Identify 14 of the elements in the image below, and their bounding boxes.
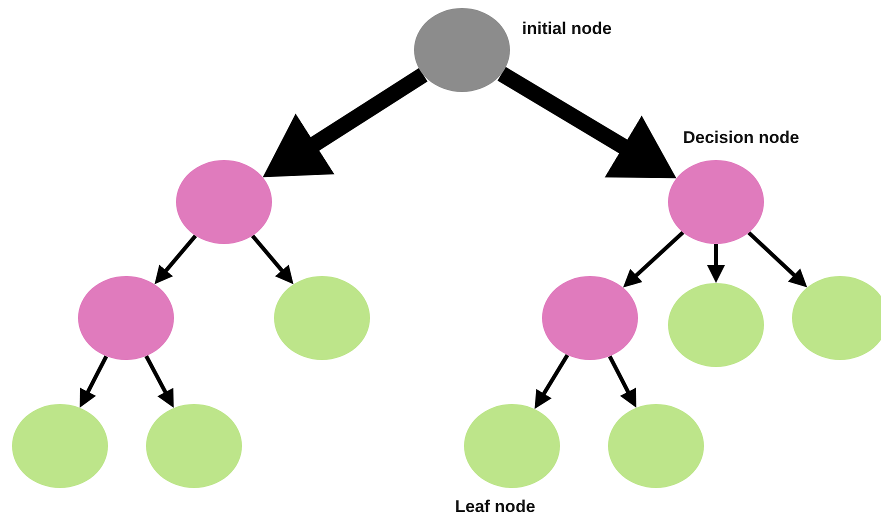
arrow [534,354,570,409]
arrow [707,244,725,283]
arrow [80,355,108,408]
arrow [251,234,294,284]
arrow [498,66,676,178]
node-caption: Decision node [683,129,800,146]
arrow [144,355,174,408]
node-caption: Leaf node [455,498,536,515]
arrow [262,68,428,178]
arrow [623,230,684,288]
arrow [608,355,636,408]
arrow [154,234,197,284]
node-caption: initial node [522,20,612,37]
arrow [747,231,808,288]
